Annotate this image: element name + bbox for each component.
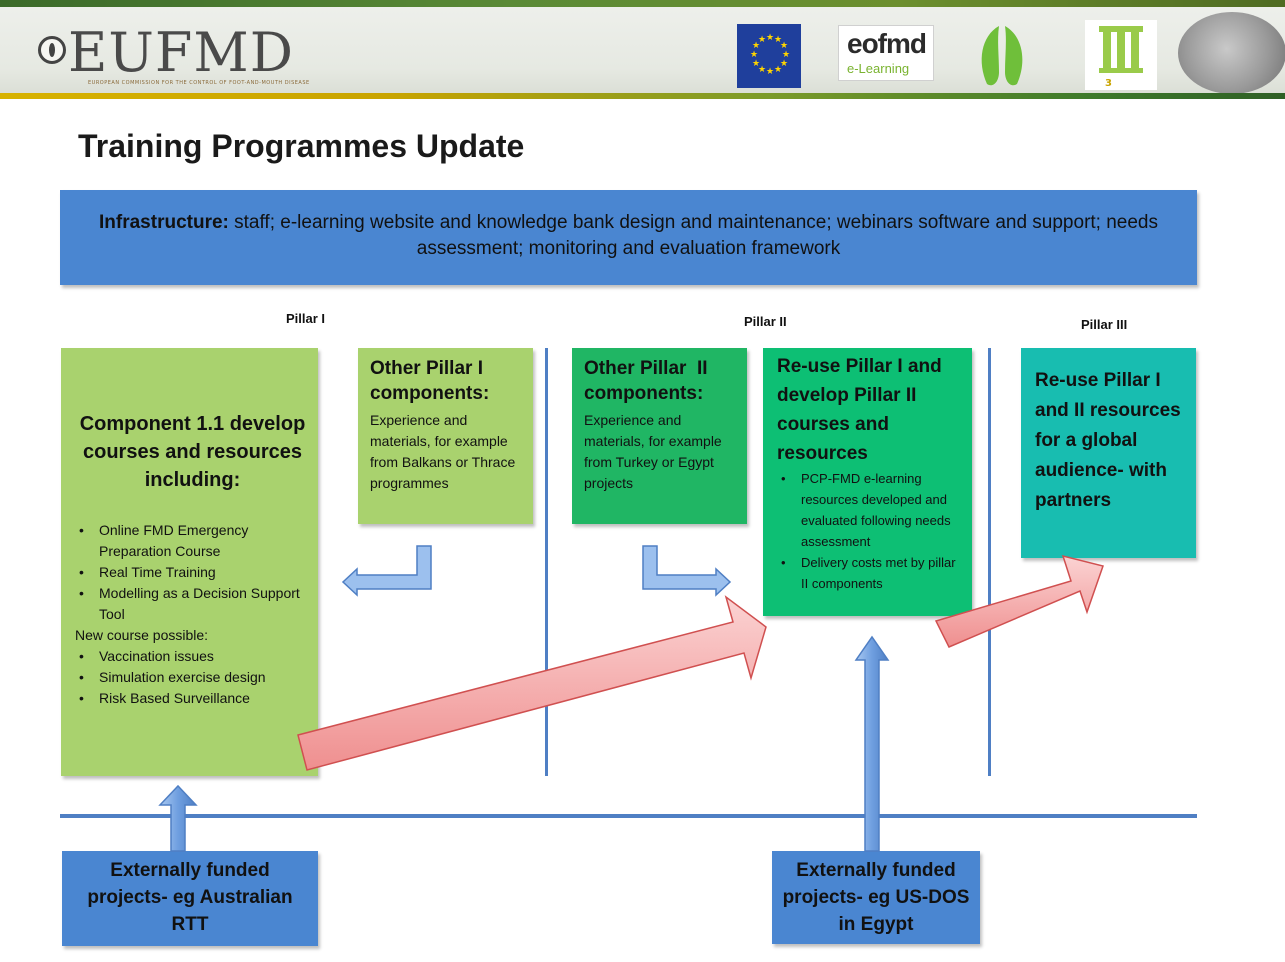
eofmd-logo-subtitle: e-Learning	[847, 61, 910, 76]
eofmd-logo-word: eofmd	[847, 28, 927, 59]
list-item: Delivery costs met by pillar II componen…	[777, 552, 966, 594]
svg-text:★: ★	[766, 67, 774, 77]
funding-baseline	[60, 814, 1197, 818]
other-pillar-2-title: Other Pillar II components:	[584, 358, 713, 404]
component-1-1-title: Component 1.1 develop courses and resour…	[79, 413, 306, 491]
svg-text:★: ★	[758, 35, 766, 45]
pillar-divider-2	[988, 348, 991, 776]
infrastructure-label: Infrastructure:	[99, 212, 229, 233]
other-pillar-1-body: Experience and materials, for example fr…	[370, 412, 516, 491]
pink-arrow-pillar1-to-pillar2-icon	[297, 595, 767, 771]
other-pillar-1-box: Other Pillar I components: Experience an…	[358, 348, 533, 524]
eufmd-logo-text: EUFMD	[68, 21, 294, 84]
pillar-3-label: Pillar III	[1081, 317, 1128, 332]
up-arrow-external-1-icon	[158, 784, 198, 852]
fao-logo-icon	[38, 36, 66, 64]
svg-text:3: 3	[1105, 78, 1112, 89]
other-pillar-2-body: Experience and materials, for example fr…	[584, 412, 722, 491]
list-item: Simulation exercise design	[75, 667, 310, 688]
svg-text:★: ★	[766, 33, 774, 43]
svg-text:★: ★	[780, 41, 788, 51]
pillar-2-label: Pillar II	[744, 314, 787, 329]
elbow-arrow-right-icon	[642, 545, 732, 597]
header-bottom-stripe	[0, 93, 1285, 99]
external-funding-box-2: Externally funded projects- eg US-DOS in…	[772, 851, 980, 944]
reuse-pillar-2-list: PCP-FMD e-learning resources developed a…	[777, 468, 966, 594]
other-pillar-2-box: Other Pillar II components: Experience a…	[572, 348, 747, 524]
reuse-pillar-2-title: Re-use Pillar I and develop Pillar II co…	[777, 356, 942, 464]
svg-text:★: ★	[780, 59, 788, 69]
svg-text:★: ★	[750, 50, 758, 60]
svg-text:★: ★	[774, 65, 782, 75]
header-banner: EUFMD EUROPEAN COMMISSION FOR THE CONTRO…	[0, 0, 1285, 99]
other-pillar-1-title: Other Pillar I components:	[370, 358, 490, 404]
component-1-1-new-course-list: Vaccination issues Simulation exercise d…	[75, 646, 310, 709]
infrastructure-text: staff; e-learning website and knowledge …	[228, 212, 1158, 259]
list-item: PCP-FMD e-learning resources developed a…	[777, 468, 966, 552]
external-funding-box-1: Externally funded projects- eg Australia…	[62, 851, 318, 946]
svg-text:★: ★	[752, 59, 760, 69]
eu-flag-icon: ★★★ ★★★ ★★★ ★★★	[737, 24, 801, 88]
reuse-pillar-3-box: Re-use Pillar I and II resources for a g…	[1021, 348, 1196, 558]
reuse-pillar-2-box: Re-use Pillar I and develop Pillar II co…	[763, 348, 972, 616]
round-emblem-logo-icon	[1178, 12, 1285, 94]
component-1-1-box: Component 1.1 develop courses and resour…	[61, 348, 318, 776]
page-title: Training Programmes Update	[78, 128, 525, 164]
svg-text:★: ★	[758, 65, 766, 75]
up-arrow-external-2-icon	[854, 635, 890, 852]
pillar-1-label: Pillar I	[286, 311, 326, 326]
elbow-arrow-left-icon	[341, 545, 432, 597]
svg-text:★: ★	[752, 41, 760, 51]
component-1-1-course-list: Online FMD Emergency Preparation Course …	[75, 520, 310, 625]
eofmd-elearning-logo: eofmd e-Learning	[838, 25, 934, 81]
pillar-divider-1	[545, 348, 548, 776]
list-item: Real Time Training	[75, 562, 310, 583]
list-item: Online FMD Emergency Preparation Course	[75, 520, 310, 562]
list-item: Vaccination issues	[75, 646, 310, 667]
green-hoof-logo-icon	[981, 26, 1023, 86]
eufmd-logo-subtitle: EUROPEAN COMMISSION FOR THE CONTROL OF F…	[88, 80, 310, 86]
three-pillars-logo-icon: 3	[1085, 20, 1157, 90]
infrastructure-banner: Infrastructure: staff; e-learning websit…	[60, 190, 1197, 285]
svg-text:★: ★	[774, 35, 782, 45]
eu-stars-icon: ★★★ ★★★ ★★★ ★★★	[750, 33, 790, 77]
reuse-pillar-3-title: Re-use Pillar I and II resources for a g…	[1035, 370, 1181, 511]
list-item: Modelling as a Decision Support Tool	[75, 583, 310, 625]
svg-text:★: ★	[782, 50, 790, 60]
list-item: Risk Based Surveillance	[75, 688, 310, 709]
header-top-stripe	[0, 0, 1285, 7]
new-course-label: New course possible:	[75, 627, 209, 643]
